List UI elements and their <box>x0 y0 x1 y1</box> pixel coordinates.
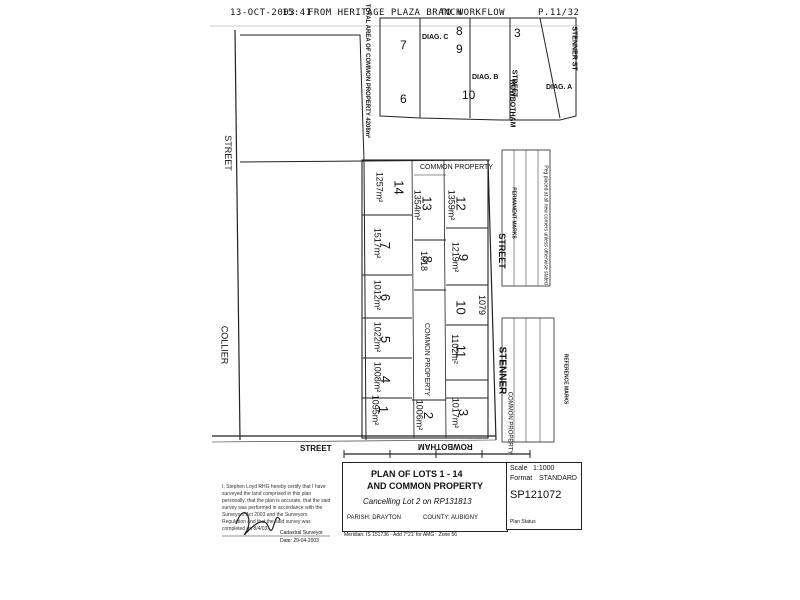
plan-number: SP121072 <box>510 489 562 501</box>
peg-note: Peg placed at all new corners unless oth… <box>542 165 549 285</box>
lot-5-area: 1022m² <box>372 321 383 353</box>
lot-14-area: 1257m² <box>374 171 385 203</box>
diag-lot-7: 7 <box>400 38 407 52</box>
fax-date: 13-OCT-2003 <box>230 8 296 18</box>
permanent-marks-title: PERMANENT MARKS <box>510 187 517 239</box>
scale-label: Scale <box>510 465 528 472</box>
lot-8-area: 1018 <box>419 250 430 272</box>
collier-street-line <box>234 29 241 441</box>
stenner-street-suffix: STREET <box>496 233 507 269</box>
big-lot-boundary <box>240 34 367 441</box>
diag-lot-9: 9 <box>456 42 463 56</box>
diag-lot-8: 8 <box>456 24 463 38</box>
collier-street-label: COLLIER <box>219 325 230 365</box>
stenner-street-label: STENNER <box>496 346 508 395</box>
plan-status: Plan Status <box>510 519 536 525</box>
reference-marks-title: REFERENCE MARKS <box>562 353 569 405</box>
lot-6-area: 1012m² <box>372 279 383 311</box>
diag-lot-10: 10 <box>462 88 476 102</box>
reference-marks-table <box>501 317 555 443</box>
rowbotham-street-label: ROWBOTHAM <box>418 442 473 451</box>
rowbotham-street-suffix: STREET <box>300 444 332 453</box>
lot-1-area: 1095m² <box>370 394 381 426</box>
lot-13-area: 1354m² <box>412 189 423 221</box>
plan-locality-line: Meridian: IS 151736 · Add 7°21' for AMG … <box>344 532 458 538</box>
plan-cancelling: Cancelling Lot 2 on RP131813 <box>363 497 472 506</box>
lot-14-number: 14 <box>391 180 407 195</box>
lot-4-area: 1008m² <box>372 361 383 393</box>
plan-parish: PARISH: DRAYTON <box>347 515 402 521</box>
common-property-label-main: COMMON PROPERTY <box>423 323 430 396</box>
fax-from: FROM HERITAGE PLAZA BRANCH <box>308 8 462 18</box>
fax-time: 15:41 <box>282 8 312 18</box>
registration-box: Scale 1:1000 Format STANDARD SP121072 Pl… <box>506 462 582 530</box>
rowbotham-st2-suffix: STREET <box>510 69 518 98</box>
total-area-note: TOTAL AREA OF COMMON PROPERTY 4208m² <box>364 3 371 139</box>
diag-lot-6: 6 <box>400 92 407 106</box>
plan-title-block: PLAN OF LOTS 1 - 14 AND COMMON PROPERTY … <box>342 462 508 532</box>
format-value: STANDARD <box>539 475 577 482</box>
plan-title-line2: AND COMMON PROPERTY <box>367 481 484 491</box>
diag-lot-3: 3 <box>514 26 521 40</box>
common-property-label-corner: COMMON PROPERTY <box>506 391 513 455</box>
certificate-date: Date: 29-04-2003 <box>280 538 319 544</box>
plan-county: COUNTY: AUBIGNY <box>423 515 479 521</box>
lot-2-area: 1006m² <box>414 399 425 431</box>
diag-a-label: DIAG. A <box>546 84 573 91</box>
lot-10-area: 1079 <box>477 294 488 316</box>
lot-3-area: 1017m² <box>450 397 461 429</box>
lot-7-area: 1517m² <box>372 227 383 259</box>
format-label: Format <box>510 475 533 482</box>
fax-header: 13-OCT-2003 15:41 FROM HERITAGE PLAZA BR… <box>0 8 800 22</box>
lot-12-area: 1359m² <box>446 189 457 221</box>
lot-11-area: 1102m² <box>449 334 460 364</box>
lot-9-area: 1219m² <box>450 241 461 273</box>
stenner-street-line <box>487 159 497 441</box>
collier-street-suffix: STREET <box>222 135 233 171</box>
diag-c-label: DIAG. C <box>422 34 449 41</box>
fax-page: P.11/32 <box>538 8 580 18</box>
common-property-label-top: COMMON PROPERTY <box>420 164 493 171</box>
surveyor-signature <box>235 512 281 536</box>
surveyor-certificate: I, Stephen Loyd RHG hereby certify that … <box>222 484 331 532</box>
lot-10-number: 10 <box>453 300 469 315</box>
plan-title-line1: PLAN OF LOTS 1 - 14 <box>371 469 463 479</box>
diagram-box <box>379 17 577 121</box>
surveyor-role: Cadastral Surveyor <box>280 530 323 536</box>
stenner-st-label: STENNER ST <box>570 26 578 71</box>
scale-value: 1:1000 <box>533 465 555 472</box>
fax-to: TO WORKFLOW <box>440 8 506 18</box>
diag-b-label: DIAG. B <box>472 74 499 81</box>
